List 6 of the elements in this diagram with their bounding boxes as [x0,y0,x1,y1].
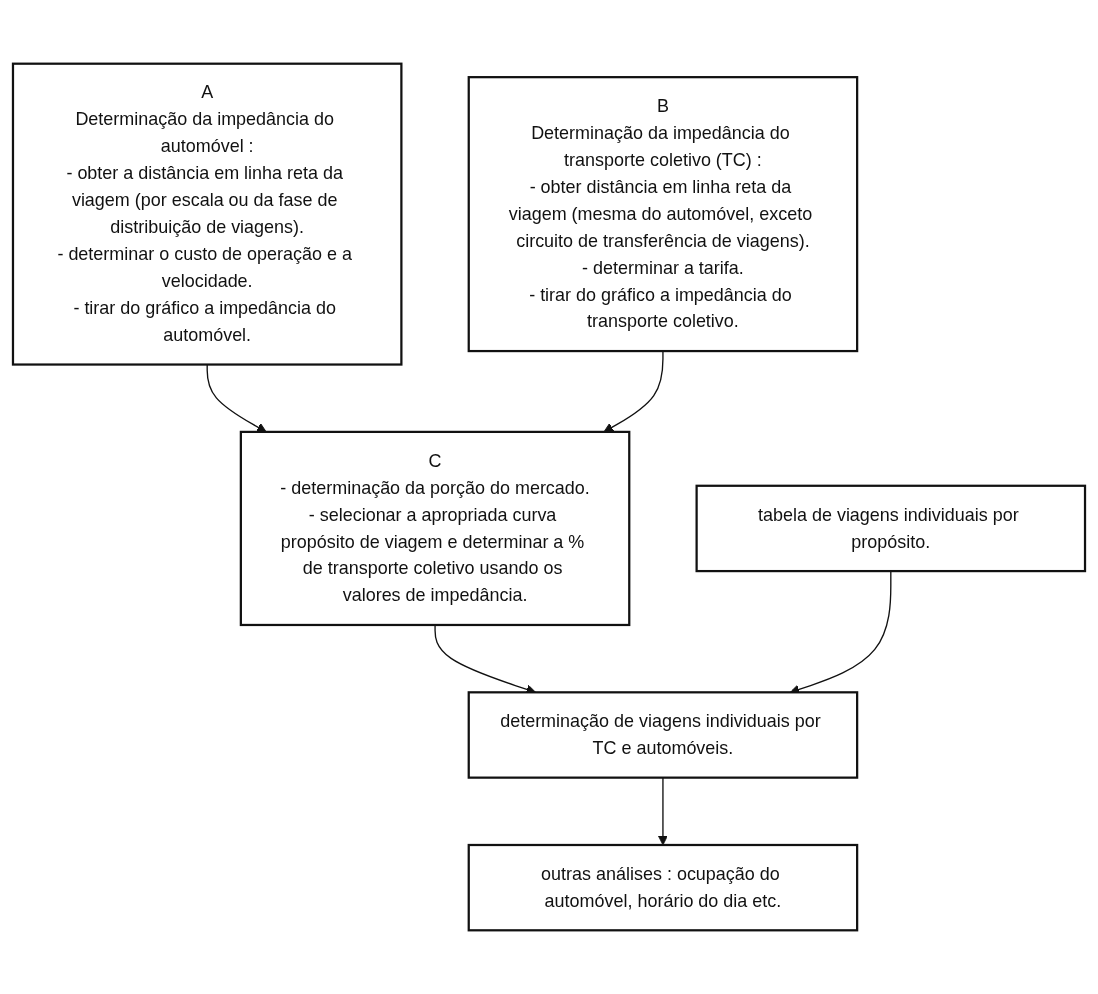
node-box: C - determinação da porção do mercado. - selecionar a apropriada curva propósito de viagem e determinar a % de transporte coletivo usando os valores de impedância. [239,430,631,627]
node-box: tabela de viagens individuais por propósito. [695,484,1087,573]
node-box: outras análises : ocupação do automóvel, horário do dia etc. [467,843,859,932]
node-box: determinação de viagens individuais por TC e automóveis. [467,691,859,779]
node-box: A Determinação da impedância do automóvel : - obter a distância em linha reta da viagem (por escala ou da fase de distribuição de viagens). - determinar o custo de operação e a velocidade. - tirar do gráfico a impedância do automóvel. [11,62,403,366]
node-box: B Determinação da impedância do transporte coletivo (TC) : - obter distância em linha reta da viagem (mesma do automóvel, exceto circuito de transferência de viagens). - determinar a tarifa. - tirar do gráfico a impedância do transporte coletivo. [467,76,859,353]
